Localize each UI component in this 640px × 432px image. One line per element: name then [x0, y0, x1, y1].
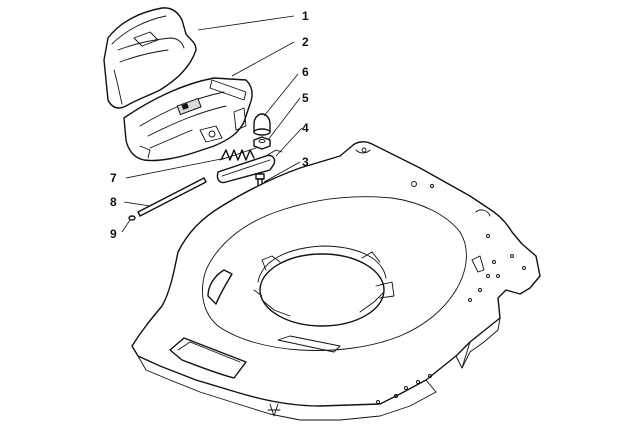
callout-4: 4	[302, 121, 309, 135]
callout-5: 5	[302, 91, 309, 105]
leader-line-4	[275, 127, 303, 157]
leader-line-8	[123, 201, 151, 207]
leader-line-1	[197, 15, 295, 31]
part-knob	[253, 113, 271, 136]
callout-2: 2	[302, 35, 309, 49]
part-rod	[137, 177, 207, 217]
leader-line-7	[125, 157, 227, 179]
leader-line-6	[263, 73, 299, 117]
part-lever	[216, 149, 283, 184]
part-mower-deck	[131, 141, 541, 421]
leader-line-2	[231, 41, 295, 77]
callout-labels: 1 2 6 5 4 3 7 8 9	[110, 9, 309, 241]
part-nut	[253, 136, 271, 150]
leader-lines	[121, 15, 303, 233]
callout-6: 6	[302, 65, 309, 79]
callout-3: 3	[302, 155, 309, 169]
part-rear-cover	[103, 7, 197, 109]
callout-9: 9	[110, 227, 117, 241]
callout-7: 7	[110, 171, 117, 185]
part-washer	[128, 215, 136, 221]
callout-8: 8	[110, 195, 117, 209]
leader-line-9	[121, 219, 131, 233]
part-handle-housing	[123, 77, 253, 162]
callout-1: 1	[302, 9, 309, 23]
leader-line-3	[263, 161, 301, 183]
leader-line-5	[267, 97, 301, 141]
